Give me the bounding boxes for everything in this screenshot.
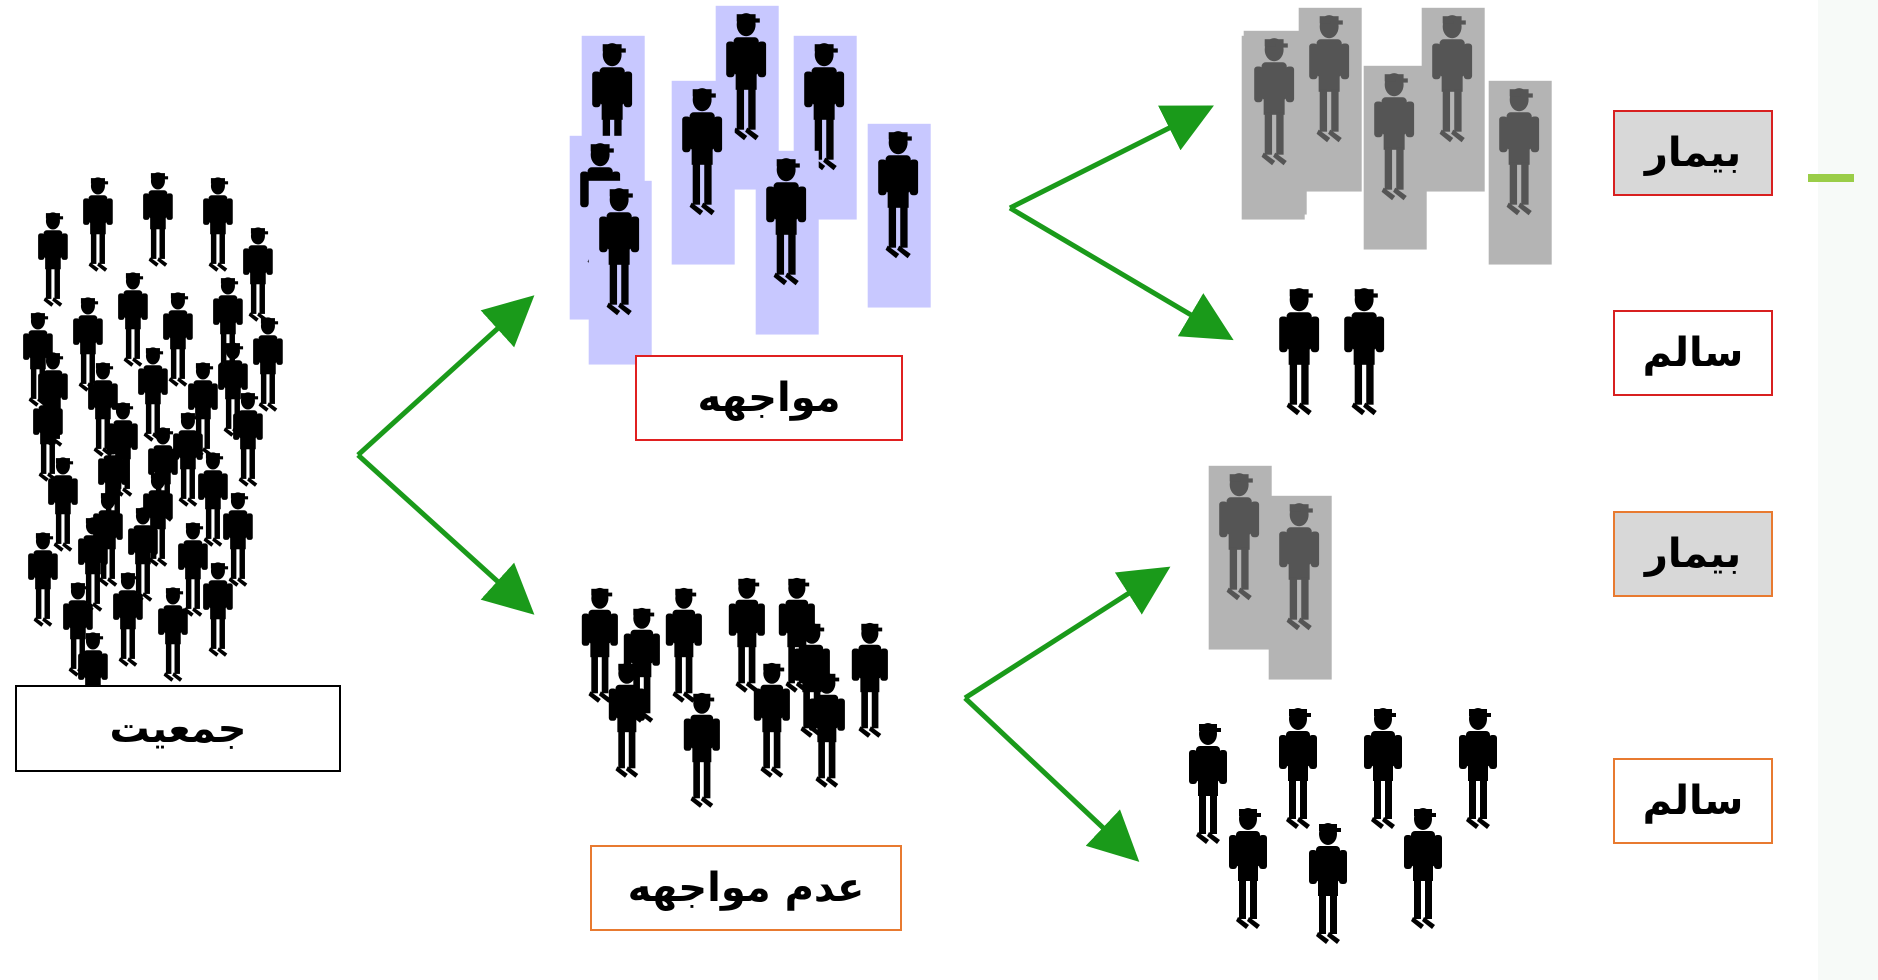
arrow-to-unexposed-sick [963, 566, 1171, 701]
exposed-sick-person [1363, 65, 1427, 250]
unexposed-sick-person [1268, 495, 1332, 680]
unexposed-sick-label: بیمار [1613, 511, 1773, 597]
exposed-person [867, 123, 931, 308]
unexposed-healthy-person [1229, 808, 1267, 929]
unexposed-label: عدم مواجهه [590, 845, 902, 931]
unexposed-person [665, 587, 702, 703]
exposed-sick-person [1488, 80, 1552, 265]
population-person [203, 177, 233, 272]
exposed-sick-label: بیمار [1613, 110, 1773, 196]
population-person [73, 297, 103, 392]
population-person [38, 212, 68, 307]
population-person [143, 172, 173, 267]
exposed-label: مواجهه [635, 355, 903, 441]
unexposed-healthy-person [1279, 708, 1317, 829]
population-label: جمعیت [15, 685, 341, 772]
exposed-person [588, 180, 652, 365]
arrow-to-unexposed-healthy [963, 696, 1140, 862]
unexposed-person [753, 662, 790, 778]
population-person [223, 492, 253, 587]
unexposed-healthy-person [1309, 823, 1347, 944]
exposed-healthy-person [1279, 288, 1320, 416]
exposed-sick-person [1298, 7, 1362, 192]
unexposed-healthy-person [1404, 808, 1442, 929]
unexposed-healthy-label: سالم [1613, 758, 1773, 844]
population-person [118, 272, 148, 367]
exposed-sick-person [1421, 7, 1485, 192]
unexposed-healthy-person [1364, 708, 1402, 829]
arrow-to-exposed [356, 295, 535, 457]
unexposed-person [728, 577, 765, 693]
unexposed-person [851, 622, 888, 738]
exposed-person [755, 150, 819, 335]
unexposed-healthy-person [1459, 708, 1497, 829]
population-person [158, 587, 188, 682]
unexposed-person [581, 587, 618, 703]
unexposed-healthy-person [1189, 723, 1227, 844]
exposed-person [671, 80, 735, 265]
population-person [243, 227, 273, 322]
arrow-to-exposed-healthy [1008, 205, 1234, 341]
arrow-to-unexposed [356, 453, 535, 615]
unexposed-sick-person [1208, 465, 1272, 650]
exposed-sick-person [1243, 30, 1307, 215]
population-person [28, 532, 58, 627]
population-person [203, 562, 233, 657]
unexposed-person [683, 692, 720, 808]
exposed-healthy-person [1344, 288, 1385, 416]
exposed-healthy-label: سالم [1613, 310, 1773, 396]
population-person [83, 177, 113, 272]
population-person [213, 277, 243, 372]
accent-dash [1808, 174, 1854, 182]
arrow-to-exposed-sick [1008, 105, 1214, 211]
right-side-panel [1818, 0, 1878, 980]
